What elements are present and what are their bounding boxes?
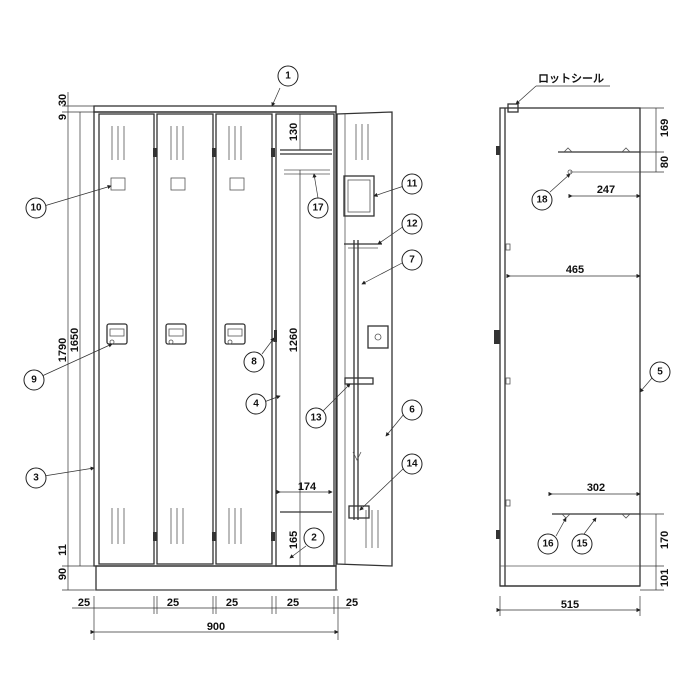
dim-900: 900 bbox=[207, 621, 225, 633]
umbrella-holder bbox=[344, 377, 374, 385]
lot-seal bbox=[507, 103, 519, 113]
callout-18: 18 bbox=[536, 195, 548, 206]
callout-16: 16 bbox=[542, 539, 554, 550]
callout-4: 4 bbox=[253, 399, 259, 410]
callout-9: 9 bbox=[31, 375, 37, 386]
dim-174: 174 bbox=[298, 481, 317, 493]
callout-1: 1 bbox=[285, 71, 291, 82]
dim-11: 11 bbox=[57, 544, 69, 556]
dim-515: 515 bbox=[561, 599, 579, 611]
door-3 bbox=[215, 113, 275, 565]
dim-101: 101 bbox=[659, 569, 671, 587]
dim-25-e: 25 bbox=[346, 597, 358, 609]
front-view bbox=[93, 105, 393, 591]
dim-25-c: 25 bbox=[226, 597, 238, 609]
dim-30: 30 bbox=[57, 94, 69, 106]
dim-25-d: 25 bbox=[287, 597, 299, 609]
callout-6: 6 bbox=[409, 405, 415, 416]
callout-10: 10 bbox=[30, 203, 42, 214]
dim-465: 465 bbox=[566, 264, 584, 276]
dim-80: 80 bbox=[659, 156, 671, 168]
latch bbox=[274, 330, 277, 342]
callout-14: 14 bbox=[406, 459, 418, 470]
door-1 bbox=[98, 113, 157, 565]
dial-lock bbox=[106, 323, 128, 345]
base-plinth bbox=[95, 565, 337, 591]
callout-8: 8 bbox=[251, 357, 257, 368]
side-view bbox=[494, 103, 641, 587]
dim-1790: 1790 bbox=[57, 338, 69, 362]
open-compartment bbox=[274, 113, 335, 567]
lock-case bbox=[367, 325, 389, 349]
hinge bbox=[153, 148, 157, 157]
top-cap bbox=[93, 105, 337, 113]
dim-130: 130 bbox=[288, 123, 300, 141]
side-dimensions: 169 80 247 465 302 170 101 515 ロットシール bbox=[496, 72, 671, 616]
name-plate bbox=[110, 177, 126, 191]
side-callouts: 5 15 16 18 bbox=[531, 173, 671, 555]
side-handle bbox=[494, 330, 500, 344]
callout-15: 15 bbox=[576, 539, 588, 550]
mirror bbox=[343, 175, 375, 217]
dim-1650: 1650 bbox=[69, 328, 81, 352]
dim-165: 165 bbox=[288, 531, 300, 549]
dim-170: 170 bbox=[659, 531, 671, 549]
dim-90: 90 bbox=[57, 568, 69, 580]
callout-13: 13 bbox=[310, 413, 322, 424]
dim-302: 302 bbox=[587, 482, 605, 494]
callout-17: 17 bbox=[312, 203, 324, 214]
dim-9: 9 bbox=[57, 114, 69, 120]
callout-5: 5 bbox=[657, 367, 663, 378]
callout-11: 11 bbox=[407, 179, 418, 190]
callout-7: 7 bbox=[409, 255, 415, 266]
callout-3: 3 bbox=[33, 473, 39, 484]
front-dimensions: 30 9 1790 1650 90 11 130 1260 165 174 25… bbox=[57, 92, 358, 640]
lot-seal-label: ロットシール bbox=[538, 72, 604, 85]
dim-247: 247 bbox=[597, 184, 615, 196]
door-2 bbox=[156, 113, 216, 565]
dim-25-b: 25 bbox=[167, 597, 179, 609]
callout-12: 12 bbox=[406, 219, 418, 230]
drip-tray bbox=[348, 505, 370, 519]
dim-1260: 1260 bbox=[288, 328, 300, 352]
dim-25-a: 25 bbox=[78, 597, 90, 609]
dim-169: 169 bbox=[659, 119, 671, 137]
front-callouts: 1 2 3 4 6 7 8 9 10 11 12 13 14 17 bbox=[23, 65, 423, 559]
open-door bbox=[336, 111, 393, 567]
callout-2: 2 bbox=[311, 533, 317, 544]
